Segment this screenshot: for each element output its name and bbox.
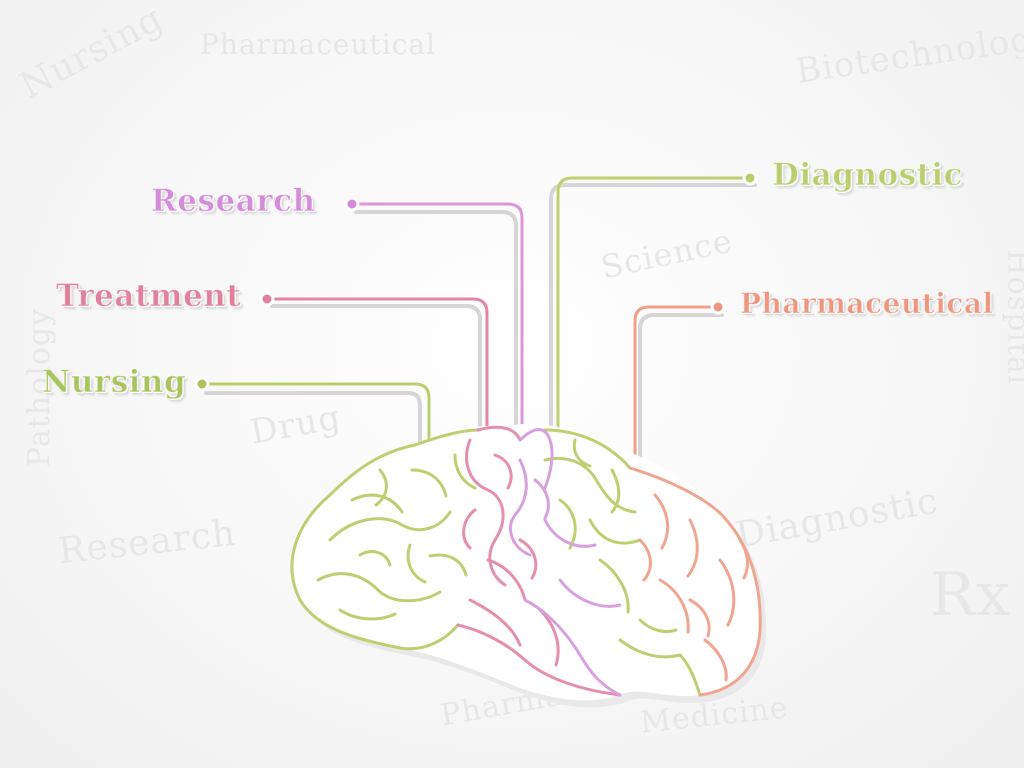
- connector-dots: [194, 170, 758, 392]
- label-nursing: Nursing: [41, 364, 187, 400]
- connector-line-treatment: [265, 297, 489, 430]
- nursing-dot: [194, 376, 210, 392]
- diagnostic-dot: [742, 170, 758, 186]
- treatment-dot: [259, 291, 275, 307]
- brain-lobe-purple: [509, 428, 622, 697]
- label-diagnostic: Diagnostic: [771, 157, 964, 193]
- brain-lobe-green: [290, 428, 702, 697]
- brain-lobe-salmon: [628, 466, 762, 697]
- brain: [290, 423, 767, 708]
- label-research: Research: [151, 183, 316, 219]
- label-pharmaceutical: Pharmaceutical: [740, 287, 994, 320]
- connector-line-pharmaceutical: [633, 305, 720, 470]
- connector-line-nursing: [200, 382, 431, 444]
- label-treatment: Treatment: [55, 278, 242, 314]
- connector-shadows: [204, 183, 757, 477]
- connector-line-diagnostic: [556, 176, 752, 438]
- pharmaceutical-dot: [710, 299, 726, 315]
- brain-lobe-pink: [456, 425, 622, 697]
- research-dot: [344, 196, 360, 212]
- connector-line-research: [350, 202, 524, 432]
